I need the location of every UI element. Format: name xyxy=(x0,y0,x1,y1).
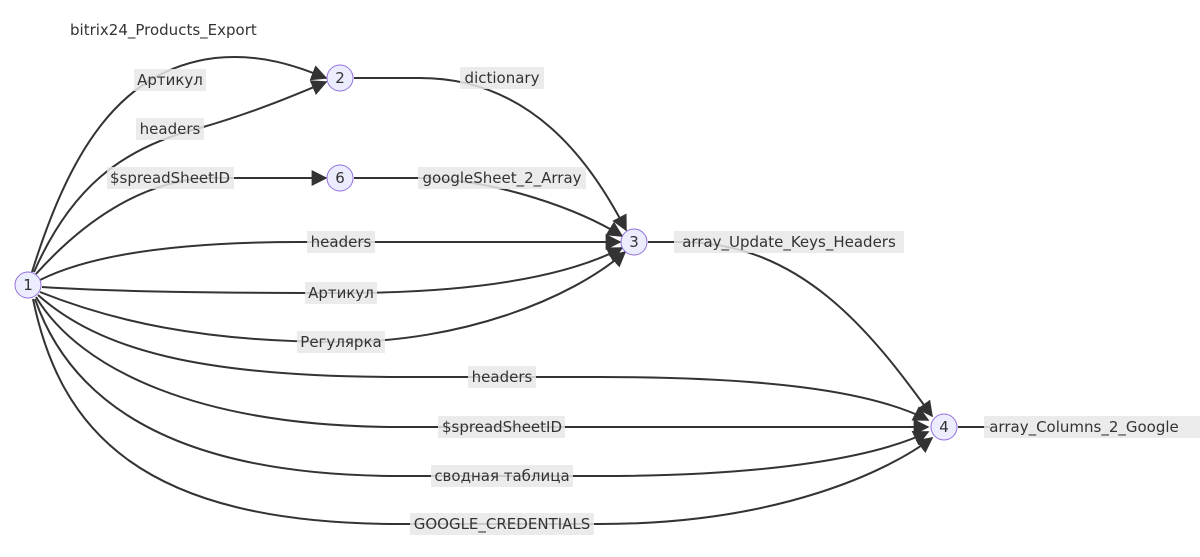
node-label: 1 xyxy=(23,276,33,294)
edge-1-4-svodnaya xyxy=(34,298,930,477)
edge-label-spreadsheetid-low: $spreadSheetID xyxy=(438,416,565,438)
edge-label-update-keys: array_Update_Keys_Headers xyxy=(674,231,904,253)
edge-label-regulyarka: Регулярка xyxy=(297,331,385,353)
edge-label-text: $spreadSheetID xyxy=(110,169,230,187)
edge-1-4-credentials xyxy=(32,298,934,525)
edge-label-text: сводная таблица xyxy=(434,467,569,485)
edge-label-artikul-mid: Артикул xyxy=(305,282,377,304)
edges-layer xyxy=(31,56,990,525)
edge-label-text: array_Columns_2_Google xyxy=(989,418,1179,437)
edge-1-4-spreadsheetid xyxy=(35,296,930,435)
node-3[interactable]: 3 xyxy=(620,228,648,256)
node-4[interactable]: 4 xyxy=(930,413,958,441)
edge-label-text: Артикул xyxy=(308,284,374,302)
node-1[interactable]: 1 xyxy=(14,271,42,299)
edge-label-columns-google: array_Columns_2_Google xyxy=(984,416,1200,438)
diagram-title: bitrix24_Products_Export xyxy=(70,21,257,40)
node-label: 6 xyxy=(335,169,345,187)
edge-label-artikul-top: Артикул xyxy=(134,69,206,91)
edge-label-spreadsheetid-top: $spreadSheetID xyxy=(107,167,234,189)
node-6[interactable]: 6 xyxy=(326,164,354,192)
edge-3-4-update-keys xyxy=(648,241,933,418)
edge-label-text: headers xyxy=(311,233,372,251)
node-label: 4 xyxy=(939,418,949,436)
edge-label-text: headers xyxy=(140,120,201,138)
edge-label-headers-top: headers xyxy=(136,118,204,140)
edge-labels-layer: Артикул headers $spreadSheetID dictionar… xyxy=(107,67,1200,535)
edge-label-text: Артикул xyxy=(137,71,203,89)
edge-label-text: $spreadSheetID xyxy=(442,418,562,436)
edge-label-text: Регулярка xyxy=(300,333,381,351)
edge-2-3-dictionary xyxy=(354,77,627,232)
edge-label-googlesheet: googleSheet_2_Array xyxy=(418,167,586,189)
nodes-layer: 1 2 6 3 4 xyxy=(14,64,958,441)
edge-label-text: dictionary xyxy=(465,69,540,87)
edge-label-text: array_Update_Keys_Headers xyxy=(682,233,896,252)
edge-1-4-headers xyxy=(37,294,930,421)
edge-label-headers-low: headers xyxy=(468,366,536,388)
edge-1-2-artikul xyxy=(31,56,328,273)
node-2[interactable]: 2 xyxy=(326,64,354,92)
edge-label-credentials: GOOGLE_CREDENTIALS xyxy=(410,513,594,535)
edge-label-text: googleSheet_2_Array xyxy=(422,169,581,188)
node-label: 2 xyxy=(335,69,345,87)
edge-label-headers-mid: headers xyxy=(307,231,375,253)
edge-label-text: GOOGLE_CREDENTIALS xyxy=(414,515,591,534)
node-label: 3 xyxy=(629,233,639,251)
edge-label-dictionary: dictionary xyxy=(460,67,544,89)
edge-1-3-headers xyxy=(39,234,622,281)
edge-1-6-spreadsheetid xyxy=(35,170,328,275)
edge-label-svodnaya: сводная таблица xyxy=(431,465,573,487)
edge-label-text: headers xyxy=(472,368,533,386)
